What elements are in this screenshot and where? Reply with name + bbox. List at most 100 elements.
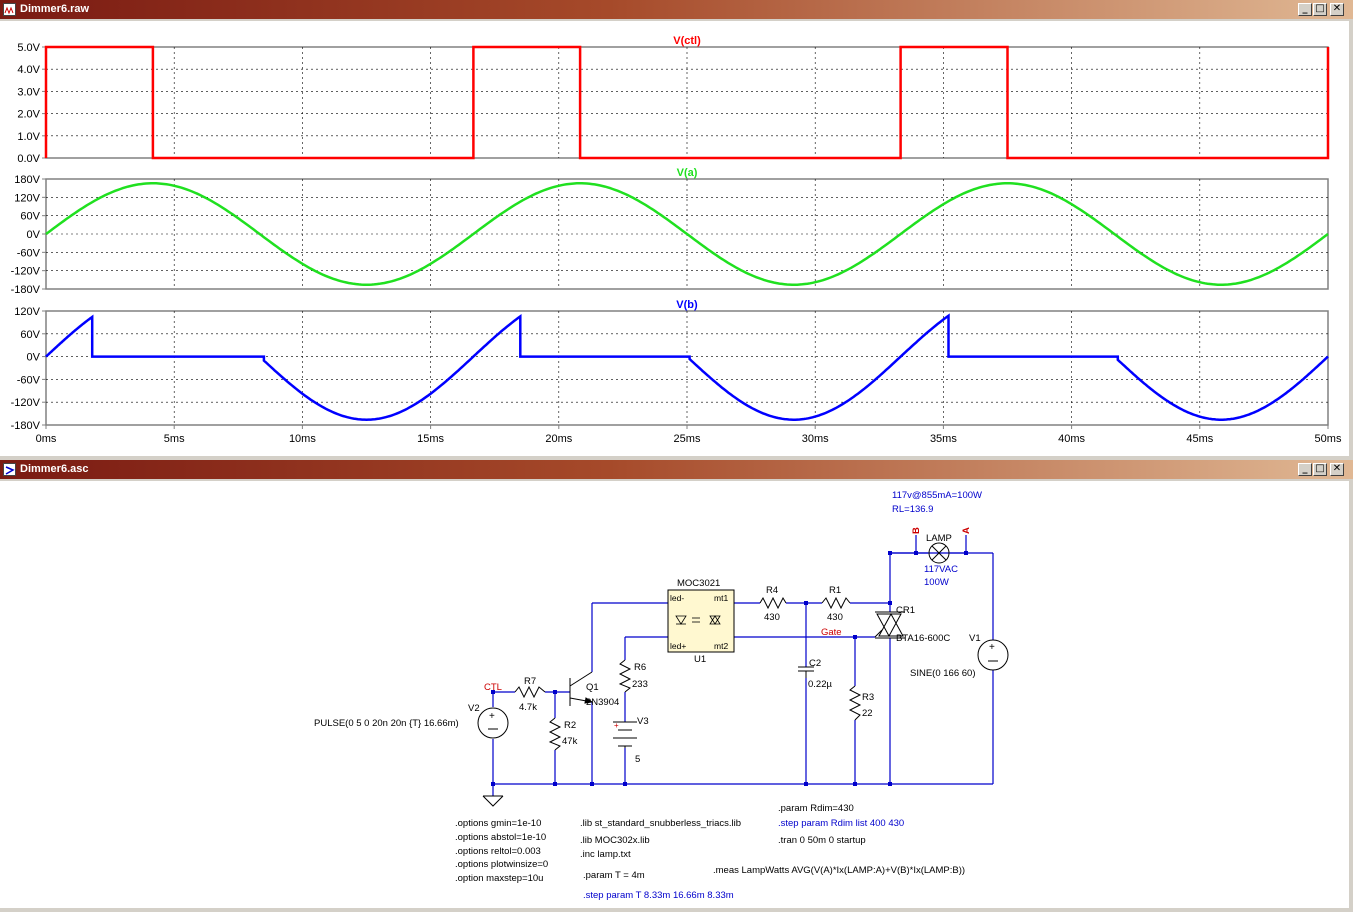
u1-model: MOC3021 (677, 578, 720, 589)
waveform-titlebar[interactable]: Dimmer6.raw _ □ ✕ (0, 0, 1353, 19)
y-tick-label: -120V (11, 266, 41, 278)
directive-tran: .tran 0 50m 0 startup (778, 835, 866, 846)
minimize-button[interactable]: _ (1298, 463, 1312, 476)
schematic-canvas[interactable]: + + (0, 481, 1349, 908)
lamp-watts: 100W (924, 577, 949, 588)
net-label-b: B (911, 527, 922, 534)
y-tick-label: 2.0V (17, 109, 40, 121)
directive-maxstep: .option maxstep=10u (455, 873, 543, 884)
r1-value: 430 (827, 612, 843, 623)
close-button[interactable]: ✕ (1330, 3, 1344, 16)
r2-value: 47k (562, 736, 578, 747)
directive-step-rdim: .step param Rdim list 400 430 (778, 818, 904, 829)
schematic-window: Dimmer6.asc _ □ ✕ (0, 460, 1353, 910)
trace-vctl (44, 45, 1330, 160)
x-tick-label: 40ms (1058, 433, 1085, 445)
v3-plus: + (614, 721, 619, 730)
trace-vb (45, 313, 1329, 421)
plot-title: V(b) (676, 299, 698, 311)
trace-va (45, 182, 1329, 286)
net-label-a: A (961, 527, 972, 534)
u1-name: U1 (694, 654, 706, 665)
y-tick-label: 3.0V (17, 86, 40, 98)
u1-pin-mt1: mt1 (714, 593, 728, 603)
v3-name: V3 (637, 716, 649, 727)
y-tick-label: 120V (14, 192, 40, 204)
r4-name: R4 (766, 585, 778, 596)
r4-value: 430 (764, 612, 780, 623)
y-tick-label: 180V (14, 174, 40, 186)
directive-lib-triacs: .lib st_standard_snubberless_triacs.lib (580, 818, 741, 829)
y-tick-label: 60V (20, 211, 40, 223)
lamp-voltage: 117VAC (924, 564, 958, 575)
r1-name: R1 (829, 585, 841, 596)
maximize-button[interactable]: □ (1313, 463, 1327, 476)
x-tick-label: 35ms (930, 433, 957, 445)
y-tick-label: -60V (17, 374, 41, 386)
x-tick-label: 50ms (1315, 433, 1342, 445)
y-tick-label: 4.0V (17, 64, 40, 76)
v1-value: SINE(0 166 60) (910, 668, 975, 679)
u1-pin-led-minus: led- (670, 593, 684, 603)
waveform-plot-area[interactable]: 5.0V 4.0V 3.0V 2.0V 1.0V 0.0V V(ctl) 180V 120V 60… (0, 21, 1349, 456)
svg-text:+: + (989, 642, 995, 653)
svg-text:+: + (489, 711, 495, 722)
directive-gmin: .options gmin=1e-10 (455, 818, 541, 829)
c2-value: 0.22µ (808, 679, 832, 690)
y-tick-label: 0V (27, 229, 41, 241)
directive-step-t: .step param T 8.33m 16.66m 8.33m (583, 890, 734, 901)
net-label-ctl: CTL (484, 682, 502, 693)
schematic-window-title: Dimmer6.asc (20, 463, 89, 475)
y-tick-label: -120V (11, 397, 41, 409)
x-tick-label: 45ms (1186, 433, 1213, 445)
directive-lib-moc: .lib MOC302x.lib (580, 835, 650, 846)
y-tick-label: 120V (14, 306, 40, 318)
r6-name: R6 (634, 662, 646, 673)
q1-name: Q1 (586, 682, 599, 693)
cr1-model: BTA16-600C (896, 633, 950, 644)
y-tick-label: 60V (20, 329, 40, 341)
x-tick-label: 30ms (802, 433, 829, 445)
y-tick-label: -180V (11, 420, 41, 432)
y-tick-label: 0.0V (17, 153, 40, 165)
lamp-note-resistance: RL=136.9 (892, 504, 933, 515)
directive-abstol: .options abstol=1e-10 (455, 832, 546, 843)
x-tick-label: 25ms (674, 433, 701, 445)
lamp-name: LAMP (926, 533, 952, 544)
x-tick-label: 10ms (289, 433, 316, 445)
r7-name: R7 (524, 676, 536, 687)
net-label-gate: Gate (821, 627, 842, 638)
waveform-window: Dimmer6.raw _ □ ✕ 5.0V 4.0V 3.0V 2.0V 1.0V 0.… (0, 0, 1353, 458)
wires (492, 535, 994, 796)
plot-title: V(a) (677, 167, 698, 179)
y-tick-label: 0V (27, 352, 41, 364)
v2-value: PULSE(0 5 0 20n 20n {T} 16.66m) (314, 718, 459, 729)
v3-value: 5 (635, 754, 640, 765)
maximize-button[interactable]: □ (1313, 3, 1327, 16)
x-tick-label: 5ms (164, 433, 185, 445)
v1-name: V1 (969, 633, 981, 644)
u1-internals (675, 615, 721, 625)
r6-value: 233 (632, 679, 648, 690)
lamp-note-power: 117v@855mA=100W (892, 490, 982, 501)
waveform-plots[interactable]: 5.0V 4.0V 3.0V 2.0V 1.0V 0.0V V(ctl) 180V 120V 60… (0, 21, 1349, 456)
r2-name: R2 (564, 720, 576, 731)
junction-dots (491, 551, 968, 786)
directive-param-t: .param T = 4m (583, 870, 645, 881)
plot-title: V(ctl) (673, 35, 701, 47)
y-tick-label: 1.0V (17, 131, 40, 143)
y-tick-label: 5.0V (17, 42, 40, 54)
cr1-name: CR1 (896, 605, 915, 616)
waveform-app-icon (3, 3, 16, 16)
components: + + (477, 542, 1009, 807)
v2-name: V2 (468, 703, 480, 714)
close-button[interactable]: ✕ (1330, 463, 1344, 476)
y-tick-label: -60V (17, 247, 41, 259)
c2-name: C2 (809, 658, 821, 669)
schematic-titlebar[interactable]: Dimmer6.asc _ □ ✕ (0, 460, 1353, 479)
directive-plotwinsize: .options plotwinsize=0 (455, 859, 548, 870)
schematic-drawing[interactable]: + + (0, 481, 1349, 908)
r7-value: 4.7k (519, 702, 537, 713)
minimize-button[interactable]: _ (1298, 3, 1312, 16)
directive-param-rdim: .param Rdim=430 (778, 803, 854, 814)
